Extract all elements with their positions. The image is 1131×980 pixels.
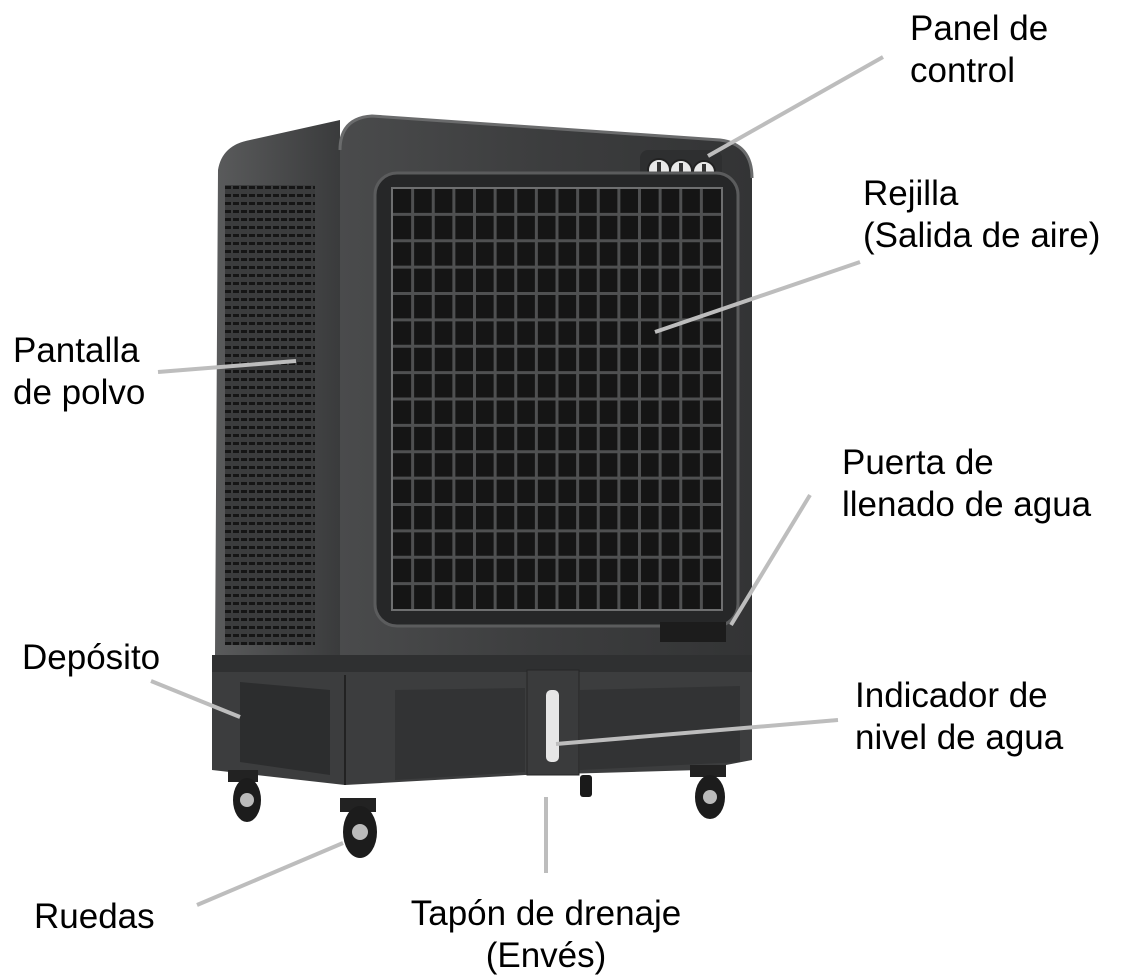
- front-grille: [373, 171, 740, 628]
- label-dust-screen: Pantalla de polvo: [13, 331, 146, 412]
- label-tank: Depósito: [22, 638, 161, 677]
- leader-line-dust-screen: [157, 359, 297, 374]
- wheels: [228, 765, 726, 858]
- drain-plug: [580, 775, 592, 797]
- leader-line-water-level: [555, 718, 839, 746]
- label-control-panel: Panel de control: [910, 9, 1049, 90]
- leader-line-tank: [150, 679, 241, 719]
- water-fill-door: [660, 622, 726, 642]
- dust-screen: [215, 120, 340, 665]
- label-water-fill-door: Puerta de llenado de agua: [842, 443, 1092, 524]
- leader-line-control-panel: [707, 55, 884, 158]
- leader-line-water-fill-door: [729, 493, 812, 627]
- label-drain-plug: Tapón de drenaje (Envés): [410, 894, 682, 975]
- label-water-level-indicator: Indicador de nivel de agua: [855, 676, 1064, 757]
- label-wheels: Ruedas: [34, 897, 155, 936]
- water-tank: [212, 655, 752, 785]
- leader-line-grille: [654, 260, 861, 334]
- leader-line-wheels: [196, 841, 344, 907]
- label-grille: Rejilla (Salida de aire): [863, 174, 1101, 255]
- water-level-indicator: [546, 690, 559, 762]
